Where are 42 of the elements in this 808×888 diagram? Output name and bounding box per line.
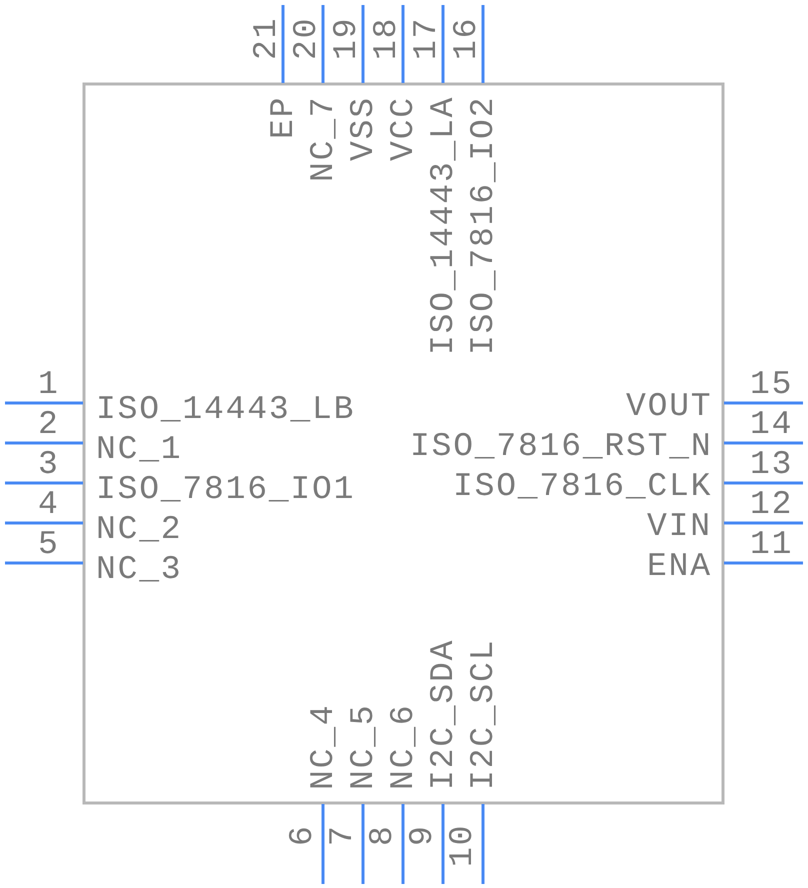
pin-name: ISO_7816_IO1 [96, 475, 356, 505]
pin-number: 15 [750, 370, 794, 400]
pin-name: VCC [389, 96, 419, 161]
pin-number: 14 [750, 410, 794, 440]
pin-name: ENA [647, 552, 712, 582]
pin-name: NC_2 [96, 515, 182, 545]
pin-name: ISO_14443_LB [96, 395, 356, 425]
pin-number: 5 [38, 530, 60, 560]
pin-number: 21 [252, 16, 282, 60]
pin-name: ISO_14443_LA [429, 96, 459, 355]
pin-number: 16 [452, 16, 482, 60]
pin-name: VSS [349, 96, 379, 161]
pin-number: 18 [372, 16, 402, 60]
pin-number: 3 [38, 450, 60, 480]
pin-name: ISO_7816_CLK [453, 472, 712, 502]
pin-name: NC_3 [96, 555, 182, 585]
pin-number: 4 [38, 490, 60, 520]
pin-number: 6 [288, 824, 318, 846]
pin-name: NC_4 [309, 704, 339, 790]
pin-number: 20 [292, 16, 322, 60]
pin-name: I2C_SDA [429, 638, 459, 790]
pin-name: NC_1 [96, 435, 182, 465]
pin-number: 7 [328, 824, 358, 846]
pin-name: EP [269, 96, 299, 139]
pin-number: 10 [448, 824, 478, 867]
pin-name: NC_7 [309, 96, 339, 182]
pin-number: 17 [412, 16, 442, 60]
pin-number: 12 [750, 490, 794, 520]
pin-name: VOUT [626, 392, 712, 422]
pin-name: NC_6 [389, 704, 419, 790]
pin-name: ISO_7816_RST_N [410, 432, 712, 462]
pin-name: VIN [647, 512, 712, 542]
pin-number: 8 [368, 824, 398, 846]
pin-number: 11 [750, 530, 794, 560]
pin-number: 13 [750, 450, 794, 480]
pin-name: I2C_SCL [469, 638, 499, 790]
pin-name: NC_5 [349, 704, 379, 790]
pin-number: 2 [38, 410, 60, 440]
pin-number: 1 [38, 370, 60, 400]
pin-name: ISO_7816_IO2 [469, 96, 499, 355]
pin-number: 9 [408, 824, 438, 846]
pin-number: 19 [332, 16, 362, 60]
